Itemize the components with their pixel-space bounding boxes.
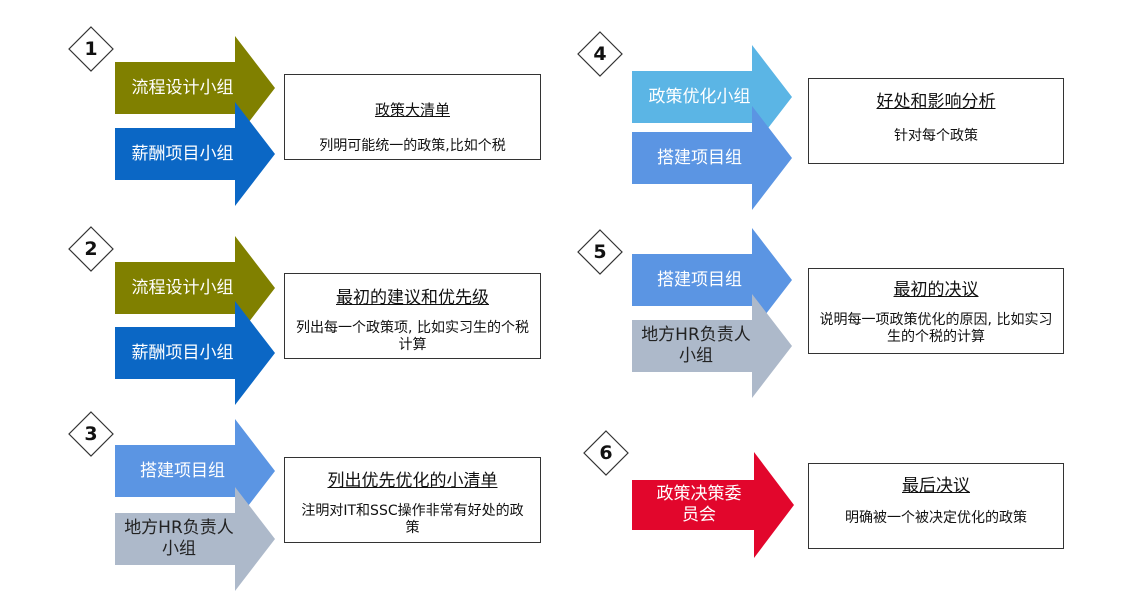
step-6-arrow-label: 政策决策委员会 (656, 484, 742, 525)
step-1-number: 1 (84, 38, 98, 60)
step-5-arrow-bottom-label: 地方HR负责人小组 (641, 325, 751, 366)
step-3-arrow-bottom-label: 地方HR负责人小组 (124, 518, 234, 559)
step-6-title: 最后决议 (902, 476, 970, 496)
step-4-title: 好处和影响分析 (876, 92, 996, 112)
step-2-number: 2 (84, 238, 98, 260)
step-5-result-box: 最初的决议 说明每一项政策优化的原因, 比如实习生的个税的计算 (808, 268, 1064, 354)
step-3-title: 列出优先优化的小清单 (327, 471, 498, 491)
step-6-number-badge: 6 (583, 430, 629, 476)
step-5-arrow-top-label: 搭建项目组 (657, 269, 742, 290)
step-5-desc: 说明每一项政策优化的原因, 比如实习生的个税的计算 (819, 312, 1053, 345)
step-4-arrow-bottom-label: 搭建项目组 (657, 147, 742, 168)
step-6-desc: 明确被一个被决定优化的政策 (845, 510, 1027, 526)
step-4-number-badge: 4 (577, 31, 623, 77)
step-2-result-box: 最初的建议和优先级 列出每一个政策项, 比如实习生的个税计算 (284, 273, 541, 359)
step-1-title: 政策大清单 (374, 101, 450, 119)
step-1-desc: 列明可能统一的政策,比如个税 (319, 138, 506, 154)
step-2-number-badge: 2 (68, 226, 114, 272)
step-3-number: 3 (84, 423, 98, 445)
step-6-result-box: 最后决议 明确被一个被决定优化的政策 (808, 463, 1064, 549)
step-2-arrow-bottom-label: 薪酬项目小组 (131, 342, 234, 363)
step-1-number-badge: 1 (68, 26, 114, 72)
step-3-desc: 注明对IT和SSC操作非常有好处的政策 (301, 503, 524, 536)
step-4-number: 4 (593, 43, 607, 65)
step-4-desc: 针对每个政策 (894, 128, 978, 144)
step-2-arrow-top-label: 流程设计小组 (131, 277, 234, 298)
step-4-result-box: 好处和影响分析 针对每个政策 (808, 78, 1064, 164)
step-2-title: 最初的建议和优先级 (336, 288, 489, 308)
step-3-result-box: 列出优先优化的小清单 注明对IT和SSC操作非常有好处的政策 (284, 457, 541, 543)
step-3-number-badge: 3 (68, 411, 114, 457)
step-5-title: 最初的决议 (893, 280, 979, 300)
step-1-arrow-bottom-label: 薪酬项目小组 (131, 143, 234, 164)
step-3-arrow-top-label: 搭建项目组 (140, 460, 225, 481)
step-5-number-badge: 5 (577, 229, 623, 275)
step-6-number: 6 (599, 442, 613, 464)
step-1-result-box: 政策大清单 列明可能统一的政策,比如个税 (284, 74, 541, 160)
step-1-arrow-top-label: 流程设计小组 (131, 77, 234, 98)
step-4-arrow-top-label: 政策优化小组 (648, 86, 751, 107)
step-2-desc: 列出每一个政策项, 比如实习生的个税计算 (296, 320, 529, 353)
step-5-number: 5 (593, 241, 607, 263)
